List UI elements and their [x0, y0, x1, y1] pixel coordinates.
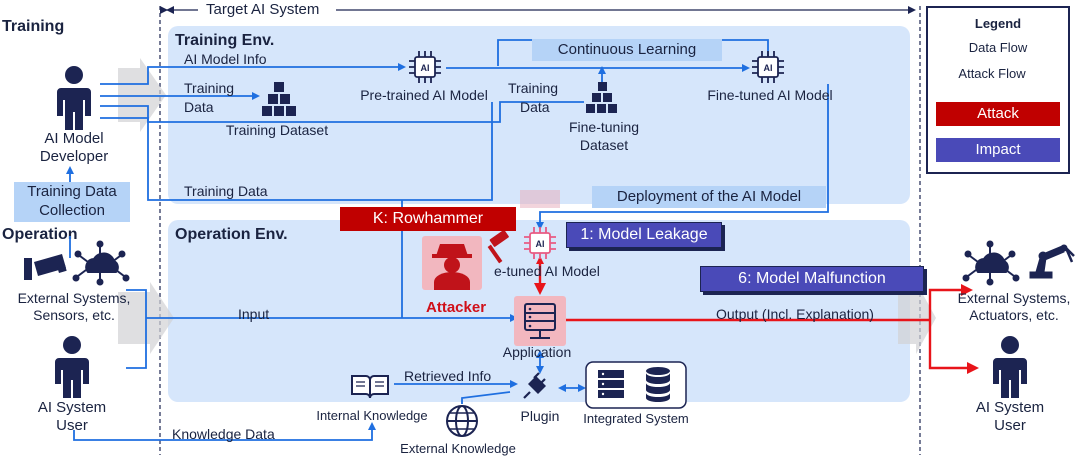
- database-icon: [646, 367, 670, 402]
- ai-chip-icon: AI: [752, 51, 784, 83]
- operation-env-title: Operation Env.: [175, 226, 288, 243]
- legend-attack-box: Attack: [936, 102, 1060, 126]
- knowledge-data-label: Knowledge Data: [172, 426, 275, 442]
- external-knowledge-label: External Knowledge: [400, 441, 516, 456]
- deployment-box: Deployment of the AI Model: [592, 186, 826, 208]
- ext-systems-left-label-1: External Systems,: [17, 290, 131, 306]
- finetune-training-data-label-2: Data: [520, 99, 550, 115]
- plug-icon: [523, 372, 546, 399]
- person-icon: [57, 66, 91, 130]
- finetuning-dataset-label-2: Dataset: [579, 137, 629, 153]
- collection-label-2: Collection: [39, 202, 105, 219]
- training-data-collection-box: Training Data Collection: [14, 182, 130, 222]
- impact-model-malfunction-box: 6: Model Malfunction: [700, 266, 924, 292]
- ext-systems-right-label-2: Actuators, etc.: [969, 307, 1059, 323]
- training-env-title: Training Env.: [175, 32, 275, 49]
- retrieved-info-label: Retrieved Info: [404, 368, 492, 384]
- ai-model-info-label: AI Model Info: [184, 51, 267, 67]
- pretrained-model-label: Pre-trained AI Model: [360, 87, 488, 103]
- training-side-label: Training: [2, 18, 65, 35]
- hacker-icon: [422, 236, 482, 290]
- training-data-label-1: Training: [184, 80, 235, 96]
- globe-icon: [446, 405, 478, 437]
- application-label: Application: [502, 344, 572, 360]
- ai-chip-icon: AI: [409, 51, 441, 83]
- input-label: Input: [238, 306, 270, 322]
- attack-flow-lines: [534, 256, 979, 374]
- person-icon: [993, 336, 1027, 398]
- book-icon: [351, 375, 389, 399]
- svg-text:AI: AI: [536, 239, 545, 249]
- plugin-label: Plugin: [520, 408, 560, 424]
- developer-label-2: Developer: [39, 148, 109, 165]
- training-dataset-label: Training Dataset: [225, 122, 329, 138]
- cloud-network-icon: [72, 240, 130, 286]
- finetuned-model-label: Fine-tuned AI Model: [707, 87, 833, 103]
- continuous-learning-box: Continuous Learning: [532, 39, 722, 61]
- person-icon: [55, 336, 89, 398]
- operation-side-label: Operation: [2, 226, 78, 243]
- camera-icon: [24, 254, 67, 280]
- stacked-boxes-icon: [262, 82, 296, 116]
- svg-text:AI: AI: [764, 63, 773, 73]
- legend-data-flow-label: Data Flow: [968, 40, 1028, 55]
- server-icon: [514, 296, 566, 346]
- target-system-boundary: [159, 6, 921, 455]
- data-flow-lines: [66, 39, 829, 441]
- user-right-label-2: User: [994, 417, 1026, 434]
- integrated-system-label: Integrated System: [583, 411, 689, 426]
- stacked-boxes-icon: [586, 82, 617, 113]
- cloud-network-icon: [962, 240, 1020, 286]
- attack-rowhammer-box: K: Rowhammer: [340, 207, 516, 231]
- collection-label-1: Training Data: [27, 183, 117, 200]
- training-data-bottom-label: Training Data: [184, 183, 268, 199]
- output-label: Output (Incl. Explanation): [716, 306, 874, 322]
- ext-systems-right-label-1: External Systems,: [957, 290, 1071, 306]
- user-left-label-1: AI System: [37, 399, 107, 416]
- internal-knowledge-label: Internal Knowledge: [316, 408, 428, 423]
- developer-label-1: AI Model: [44, 130, 104, 147]
- robot-arm-icon: [1029, 244, 1075, 279]
- target-system-title: Target AI System: [204, 1, 322, 18]
- hammer-icon: [487, 229, 509, 264]
- server-icon: [598, 370, 624, 398]
- user-right-label-1: AI System: [975, 399, 1045, 416]
- legend-attack-flow-label: Attack Flow: [958, 66, 1026, 81]
- ext-systems-left-label-2: Sensors, etc.: [33, 307, 115, 323]
- finetune-training-data-label-1: Training: [508, 80, 559, 96]
- user-left-label-2: User: [56, 417, 88, 434]
- training-data-label-2: Data: [184, 99, 214, 115]
- legend-title: Legend: [974, 16, 1022, 31]
- operation-model-label: e-tuned AI Model: [494, 263, 600, 279]
- impact-model-leakage-box: 1: Model Leakage: [566, 222, 722, 248]
- legend-impact-box: Impact: [936, 138, 1060, 162]
- legend-panel: Legend Data Flow Attack Flow Attack Impa…: [926, 6, 1070, 174]
- finetuning-dataset-label-1: Fine-tuning: [568, 119, 640, 135]
- svg-text:AI: AI: [421, 63, 430, 73]
- ai-chip-icon: AI: [520, 190, 560, 259]
- attacker-label: Attacker: [426, 299, 487, 316]
